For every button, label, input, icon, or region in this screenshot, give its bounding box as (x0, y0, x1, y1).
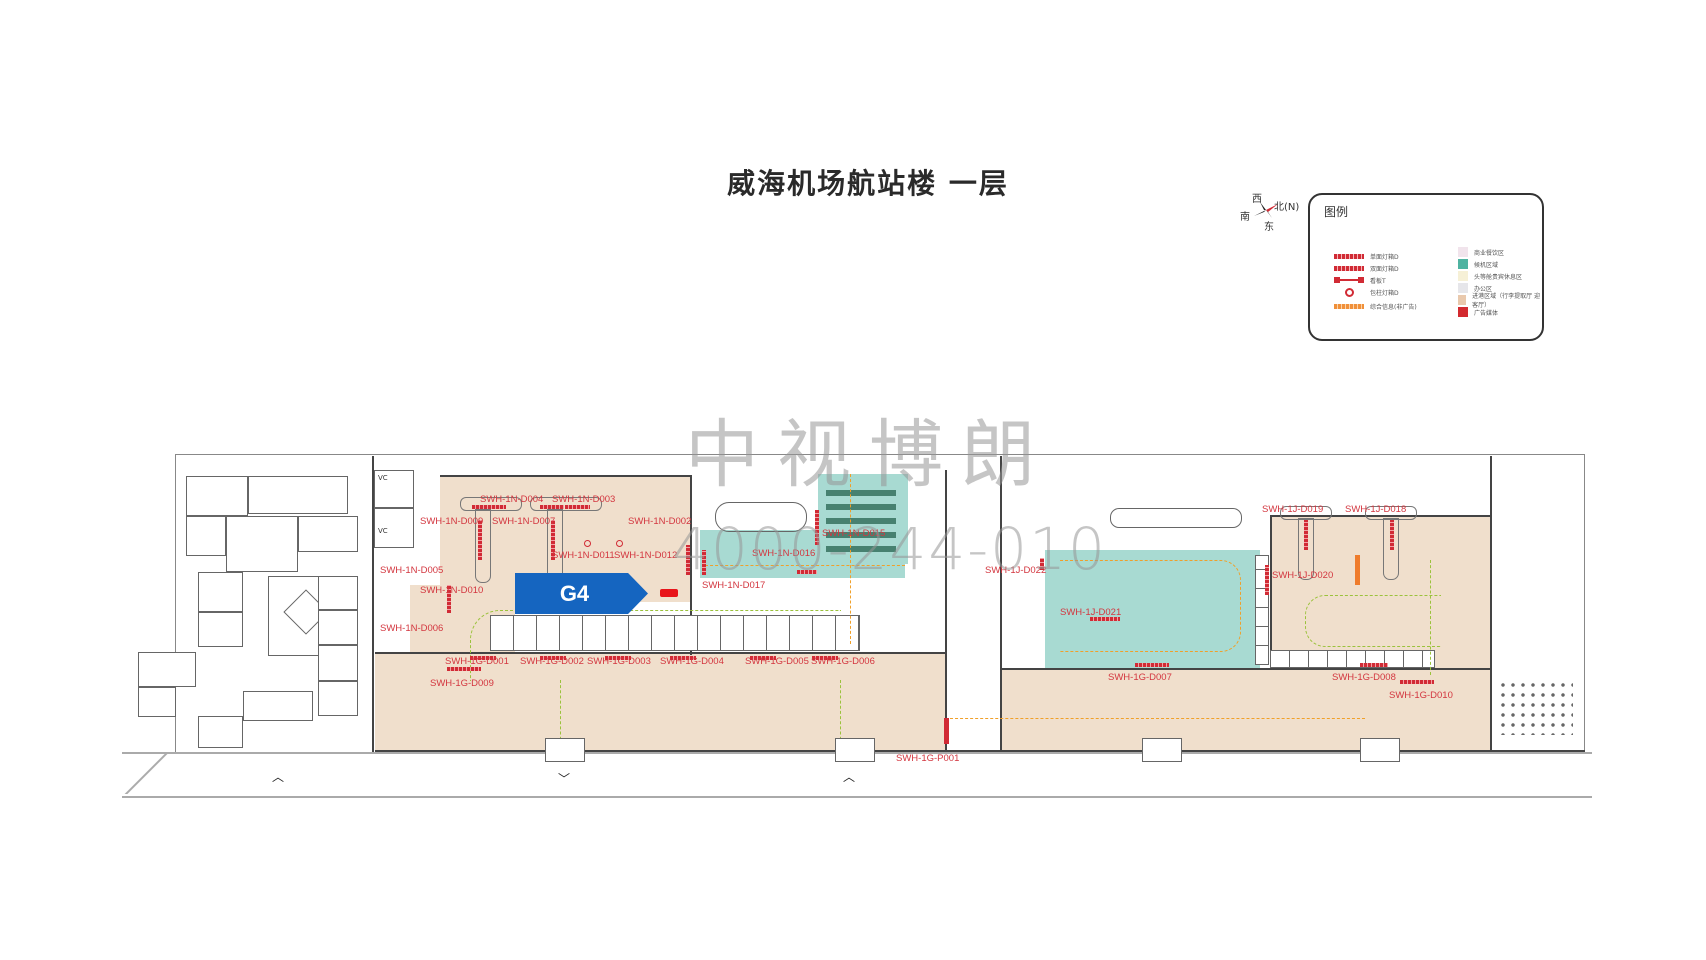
swatch-icon (1458, 295, 1467, 305)
label-ad-point[interactable]: SWH-1G-D005 (745, 656, 809, 667)
label-ad-point[interactable]: SWH-1N-D002 (628, 516, 692, 527)
info-sign (1355, 555, 1360, 585)
label-ad-point[interactable]: SWH-1J-D020 (1272, 570, 1334, 581)
hatched-bar-icon (1334, 303, 1364, 309)
ad-bar (472, 505, 506, 509)
label-ad-point[interactable]: SWH-1G-D007 (1108, 672, 1172, 683)
legend-item-double-lightbox: 双面灯箱D (1334, 263, 1399, 273)
label-ad-point[interactable]: SWH-1N-D009 (420, 516, 484, 527)
label-ad-point[interactable]: SWH-1N-D010 (420, 585, 484, 596)
legend-item-office: 办公区 (1458, 283, 1492, 293)
label-ad-point[interactable]: SWH-1N-D017 (702, 580, 766, 591)
label-ad-point[interactable]: SWH-1G-D008 (1332, 672, 1396, 683)
swatch-icon (1458, 283, 1468, 293)
pillar-lightbox-icon (584, 540, 591, 547)
post-bar-icon (1334, 277, 1364, 283)
ad-media-block (660, 589, 678, 597)
room-vc: VC (374, 508, 414, 548)
swatch-icon (1458, 307, 1468, 317)
label-ad-point[interactable]: SWH-1N-D011 (552, 550, 615, 561)
legend-item-vip: 头等舱贵宾休息区 (1458, 271, 1522, 281)
legend-panel: 图例 单面灯箱D 双面灯箱D 看板T 包柱灯箱D 综合信息(非广告) 商业餐饮区… (1308, 193, 1544, 341)
label-ad-point[interactable]: SWH-1N-D005 (380, 565, 444, 576)
label-ad-point[interactable]: SWH-1G-D003 (587, 656, 651, 667)
label-ad-point[interactable]: SWH-1G-D001 (445, 656, 509, 667)
compass: 西 南 北(N) 东 (1240, 190, 1320, 240)
compass-south: 南 (1240, 212, 1250, 223)
carousel (715, 502, 807, 532)
label-ad-point[interactable]: SWH-1G-D004 (660, 656, 724, 667)
hatched-bar-icon (1334, 253, 1364, 259)
legend-title: 图例 (1324, 205, 1349, 219)
room-vc: VC (374, 470, 414, 508)
seating-grid (1498, 680, 1573, 735)
swatch-icon (1458, 247, 1468, 257)
flow-path-green (470, 610, 841, 681)
legend-item-commercial: 商业餐饮区 (1458, 247, 1504, 257)
west-wing (138, 456, 373, 752)
label-ad-point[interactable]: SWH-1J-D022 (985, 565, 1047, 576)
legend-item-pillar-lightbox: 包柱灯箱D (1334, 287, 1399, 297)
entrance-vestibule (1142, 738, 1182, 762)
ring-icon (1344, 287, 1354, 297)
board-post (944, 718, 949, 744)
entrance-up-icon: ︿ (272, 770, 285, 784)
carousel (1110, 508, 1242, 528)
hatched-bar-icon (1334, 265, 1364, 271)
page-title: 威海机场航站楼 一层 (727, 167, 1009, 200)
swatch-icon (1458, 271, 1468, 281)
label-ad-point[interactable]: SWH-1J-D018 (1345, 504, 1407, 515)
label-ad-point[interactable]: SWH-1N-D016 (752, 548, 816, 559)
label-ad-point[interactable]: SWH-1N-D007 (492, 516, 556, 527)
legend-item-board: 看板T (1334, 275, 1386, 285)
legend-item-ad-media: 广告媒体 (1458, 307, 1498, 317)
legend-item-info: 综合信息(非广告) (1334, 301, 1417, 311)
label-ad-point[interactable]: SWH-1N-D015 (822, 528, 886, 539)
label-ad-point[interactable]: SWH-1J-D021 (1060, 607, 1122, 618)
entrance-up-icon: ︿ (843, 770, 856, 784)
legend-item-waiting: 候机区域 (1458, 259, 1498, 269)
flow-path-orange (705, 565, 905, 566)
compass-west: 西 (1252, 194, 1262, 205)
label-ad-point[interactable]: SWH-1N-D012 (614, 550, 678, 561)
seating-rows (826, 482, 896, 552)
label-ad-point[interactable]: SWH-1J-D019 (1262, 504, 1324, 515)
label-ad-point[interactable]: SWH-1G-D002 (520, 656, 584, 667)
compass-east: 东 (1264, 222, 1274, 233)
label-ad-point[interactable]: SWH-1N-D006 (380, 623, 444, 634)
gate-badge-g4[interactable]: G4 (515, 573, 648, 614)
entrance-vestibule (545, 738, 585, 762)
legend-item-single-lightbox: 单面灯箱D (1334, 251, 1399, 261)
label-ad-point[interactable]: SWH-1N-D003 (552, 494, 616, 505)
compass-rose-icon (1254, 202, 1278, 218)
swatch-icon (1458, 259, 1468, 269)
entrance-vestibule (835, 738, 875, 762)
label-ad-point[interactable]: SWH-1G-D010 (1389, 690, 1453, 701)
label-ad-point[interactable]: SWH-1N-D004 (480, 494, 544, 505)
pillar-lightbox-icon (616, 540, 623, 547)
room-row (490, 615, 860, 651)
label-ad-point[interactable]: SWH-1G-D006 (811, 656, 875, 667)
compass-north: 北(N) (1274, 202, 1300, 213)
entrance-vestibule (1360, 738, 1400, 762)
exit-down-icon: ﹀ (558, 772, 571, 786)
legend-item-arrival: 进港区域（行李提取厅 迎客厅） (1458, 293, 1542, 309)
label-ad-point[interactable]: SWH-1G-D009 (430, 678, 494, 689)
label-ad-point[interactable]: SWH-1G-P001 (896, 753, 960, 764)
